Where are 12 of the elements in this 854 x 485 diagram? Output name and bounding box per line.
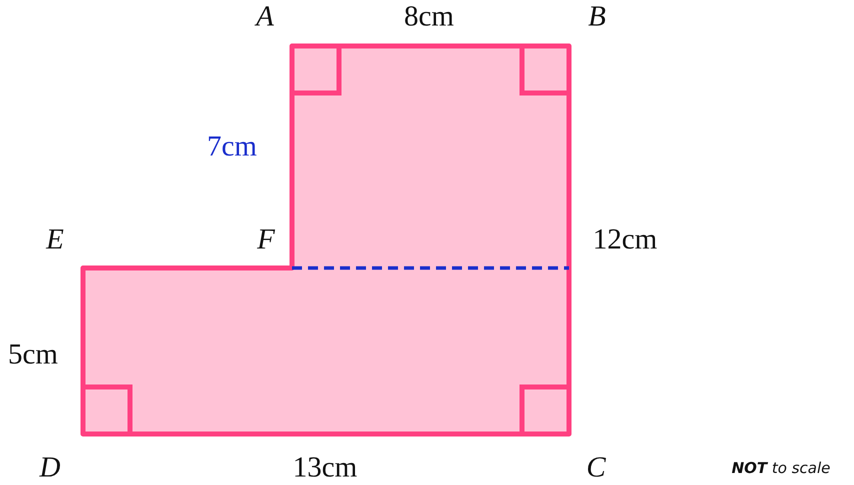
length-label: 8cm — [404, 0, 454, 34]
length-label: 12cm — [592, 224, 658, 256]
length-label: 7cm — [207, 130, 257, 164]
vertex-label: A — [256, 0, 274, 34]
length-label: 13cm — [292, 452, 358, 484]
vertex-label: F — [257, 224, 275, 256]
vertex-label: D — [40, 452, 60, 484]
length-label: 5cm — [8, 338, 58, 372]
vertex-label: C — [586, 452, 606, 484]
vertex-label: E — [46, 224, 64, 256]
scale-note: NOT to scale — [732, 459, 830, 477]
vertex-label: B — [588, 0, 606, 34]
